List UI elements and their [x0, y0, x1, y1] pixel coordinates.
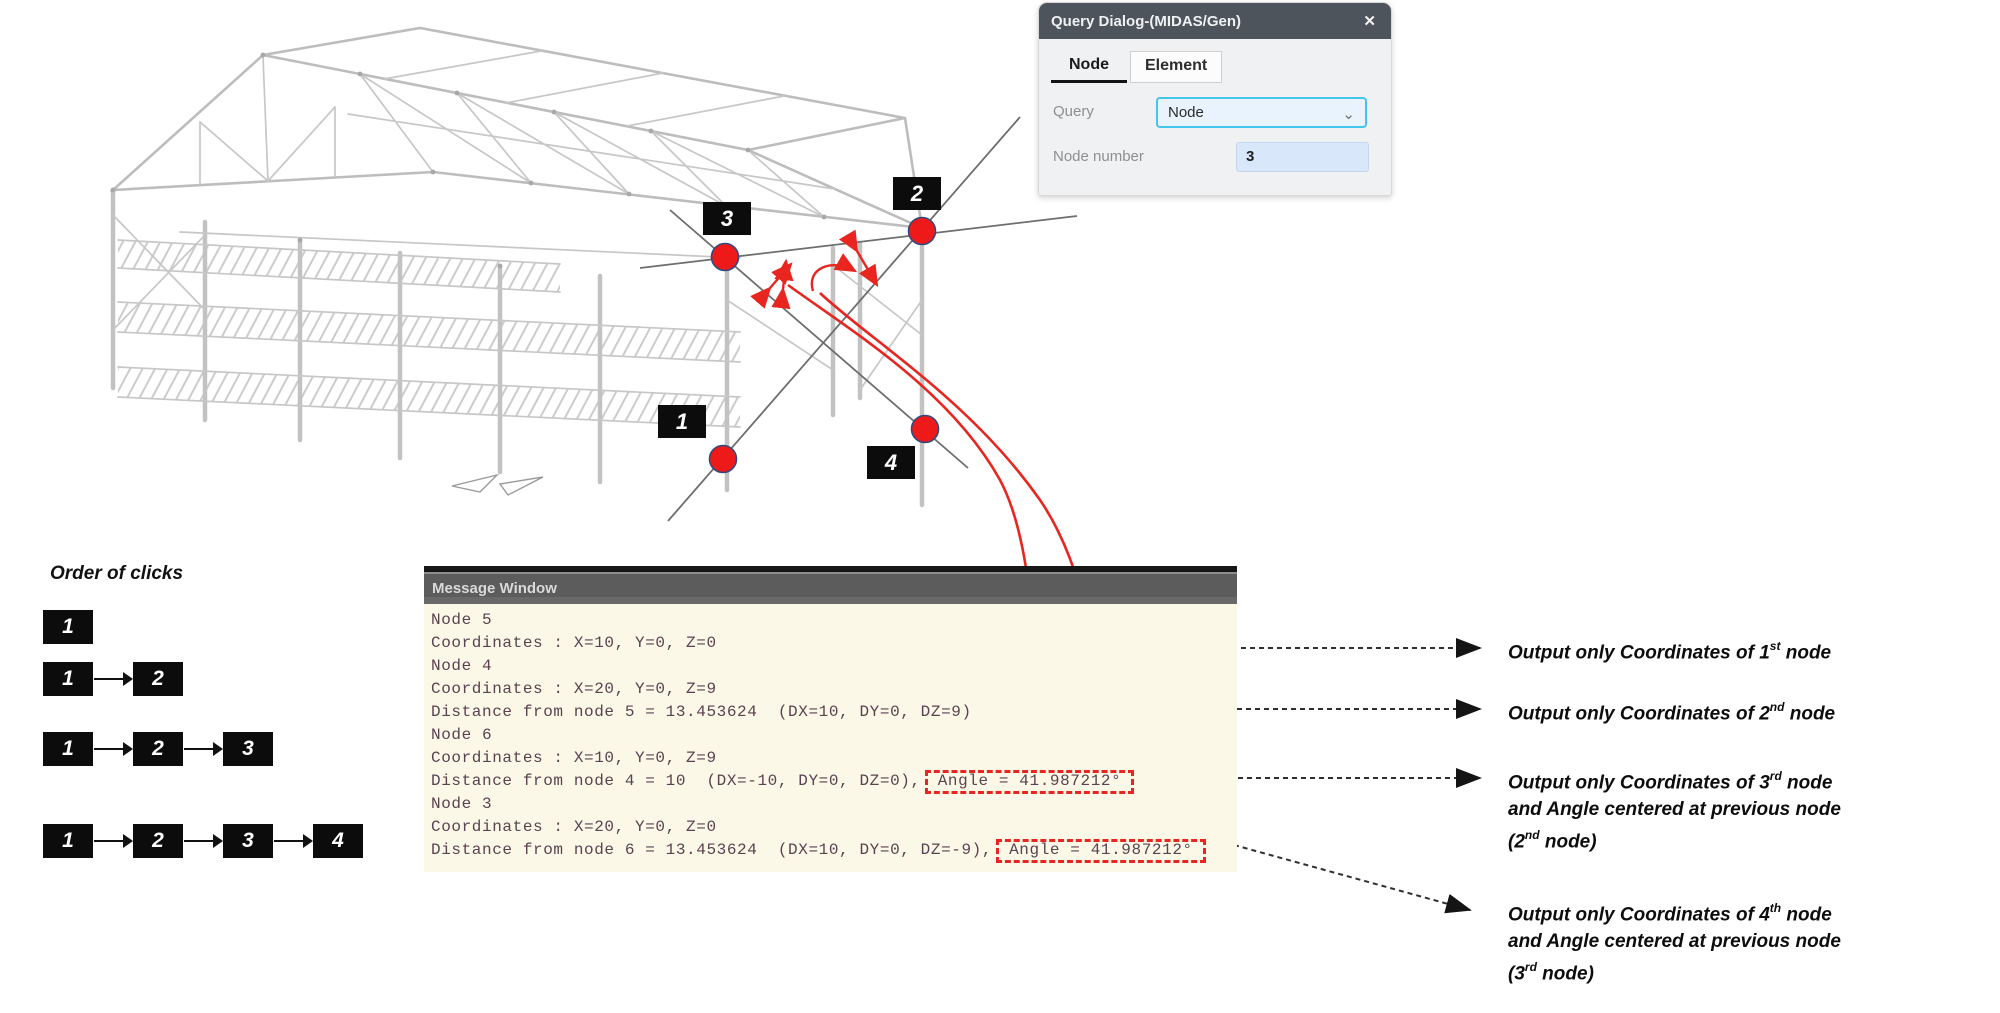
query-label: Query — [1053, 103, 1094, 120]
annotation-line: Output only Coordinates of 4th node — [1508, 901, 1832, 926]
annotation-2nd-node: Output only Coordinates of 2nd node — [1508, 695, 1998, 727]
node-dot-3[interactable] — [710, 242, 740, 272]
annotation-4th-node: Output only Coordinates of 4th node and A… — [1508, 896, 1998, 988]
node-dot-4[interactable] — [910, 414, 940, 444]
ground-marker — [451, 473, 544, 496]
node-number-input[interactable]: 3 — [1236, 142, 1369, 172]
floor-deck-upper — [118, 240, 560, 292]
angle-arrow-node3-a — [771, 258, 794, 310]
message-window-header[interactable]: Message Window — [424, 566, 1237, 604]
order-step-box: 1 — [43, 824, 93, 858]
message-line: Node 3 — [431, 795, 493, 813]
annotation-line: and Angle centered at previous node — [1508, 799, 1841, 821]
right-arrow-icon — [93, 824, 133, 858]
node-label-4: 4 — [867, 446, 915, 479]
annotation-line: (3rd node) — [1508, 960, 1594, 985]
annotation-line: and Angle centered at previous node — [1508, 931, 1841, 953]
truss-joints — [110, 52, 925, 269]
annotation-3rd-node: Output only Coordinates of 3rd node and A… — [1508, 764, 1998, 856]
order-row: 1 2 3 — [43, 732, 363, 766]
message-line: Coordinates : X=10, Y=0, Z=0 — [431, 634, 717, 652]
chevron-down-icon: ⌄ — [1342, 106, 1355, 123]
dialog-title-bar[interactable]: Query Dialog-(MIDAS/Gen) ✕ — [1039, 3, 1391, 39]
order-step-box: 3 — [223, 824, 273, 858]
dialog-tabs: Node Element — [1051, 49, 1391, 83]
angle-highlight-box: Angle = 41.987212° — [924, 770, 1135, 794]
angle-arc — [810, 253, 858, 292]
right-arrow-icon — [93, 662, 133, 696]
connector-arrow-4 — [1233, 844, 1472, 914]
node-label-3: 3 — [703, 202, 751, 235]
angle-highlight-box: Angle = 41.987212° — [996, 839, 1206, 863]
order-step-box: 2 — [133, 662, 183, 696]
node-label-1: 1 — [658, 405, 706, 438]
message-line: Node 6 — [431, 726, 493, 744]
order-step-box: 2 — [133, 824, 183, 858]
angle-arrow-node2 — [838, 229, 879, 288]
node-label-2: 2 — [893, 177, 941, 210]
close-icon[interactable]: ✕ — [1363, 13, 1376, 30]
order-step-box: 1 — [43, 662, 93, 696]
structure-model — [109, 26, 925, 508]
order-row: 1 — [43, 610, 363, 644]
right-arrow-icon — [183, 824, 223, 858]
order-step-box: 2 — [133, 732, 183, 766]
annotation-line: (2nd node) — [1508, 828, 1597, 853]
annotation-line: Output only Coordinates of 1st node — [1508, 639, 1832, 664]
order-step-box: 3 — [223, 732, 273, 766]
angle-arrow-node3-b — [750, 262, 793, 309]
order-row: 1 2 3 4 — [43, 824, 363, 858]
message-line: Node 4 — [431, 657, 493, 675]
annotation-line: Output only Coordinates of 3rd node — [1508, 769, 1833, 794]
angle-arrows — [750, 229, 879, 310]
message-line: Distance from node 4 = 10 (DX=-10, DY=0,… — [431, 770, 1233, 794]
message-window: Message Window Node 5 Coordinates : X=10,… — [424, 566, 1237, 872]
message-line: Coordinates : X=10, Y=0, Z=9 — [431, 749, 717, 767]
message-line: Coordinates : X=20, Y=0, Z=9 — [431, 680, 717, 698]
annotation-line: Output only Coordinates of 2nd node — [1508, 700, 1836, 725]
node-dot-1[interactable] — [708, 444, 738, 474]
node-number-label: Node number — [1053, 148, 1144, 165]
order-step-box: 1 — [43, 610, 93, 644]
annotation-1st-node: Output only Coordinates of 1st node — [1508, 634, 1998, 666]
query-dropdown-value: Node — [1168, 104, 1204, 121]
floor-deck-mid — [118, 302, 740, 362]
right-arrow-icon — [93, 732, 133, 766]
right-arrow-icon — [273, 824, 313, 858]
query-dialog: Query Dialog-(MIDAS/Gen) ✕ Node Element … — [1038, 2, 1392, 196]
tab-node[interactable]: Node — [1051, 56, 1127, 83]
right-arrow-icon — [183, 732, 223, 766]
floor-deck-lower — [118, 367, 740, 427]
order-of-clicks-title: Order of clicks — [50, 563, 184, 584]
node-dot-2[interactable] — [907, 216, 937, 246]
query-dropdown[interactable]: Node ⌄ — [1156, 97, 1367, 128]
message-line: Distance from node 5 = 13.453624 (DX=10,… — [431, 703, 972, 721]
order-step-box: 4 — [313, 824, 363, 858]
node-dots — [708, 216, 940, 474]
message-line: Node 5 — [431, 611, 493, 629]
message-line: Distance from node 6 = 13.453624 (DX=10,… — [431, 839, 1233, 863]
truss-members — [112, 50, 923, 428]
order-step-box: 1 — [43, 732, 93, 766]
tab-element[interactable]: Element — [1130, 51, 1223, 83]
dialog-title: Query Dialog-(MIDAS/Gen) — [1051, 12, 1242, 30]
message-line: Coordinates : X=20, Y=0, Z=0 — [431, 818, 717, 836]
